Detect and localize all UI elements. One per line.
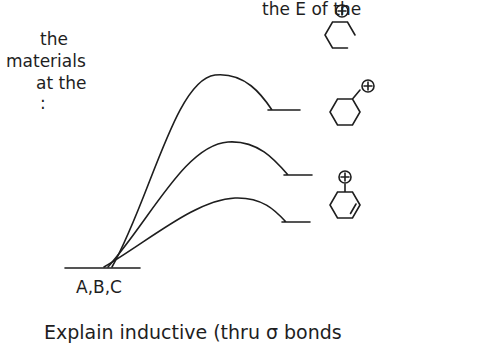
energy-curve [108, 142, 312, 267]
ring-structure [330, 90, 360, 125]
baseline [65, 267, 140, 269]
note-text: materials [6, 52, 86, 71]
plus-charge [341, 173, 349, 181]
axis-label: A,B,C [76, 278, 122, 297]
note-text: : [40, 94, 46, 113]
note-text: at the [36, 74, 86, 93]
ring-structure [325, 22, 355, 48]
note-text: the [40, 30, 68, 49]
energy-curve [112, 75, 300, 267]
plus-charge [362, 80, 374, 92]
energy-curve [104, 198, 310, 267]
ring-structure [330, 184, 360, 218]
note-text: the E of the [262, 0, 361, 19]
note-text: Explain inductive (thru σ bonds [44, 322, 342, 343]
plus-charge [339, 171, 351, 183]
plus-charge [364, 82, 372, 90]
